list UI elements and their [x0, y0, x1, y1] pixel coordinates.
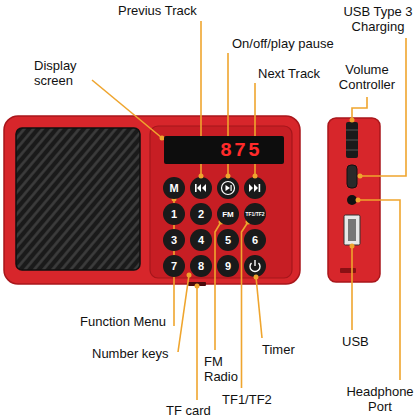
key-label: 4 — [190, 229, 212, 251]
callout-label: TF card — [166, 403, 211, 418]
volume-wheel — [346, 122, 358, 158]
display-screen: 875 — [164, 136, 284, 164]
key-label: 7 — [163, 255, 185, 277]
key-button: FM — [217, 203, 239, 225]
key-button: 3 — [163, 229, 185, 251]
callout-label: USB — [342, 334, 369, 349]
callout-label: Display screen — [34, 58, 90, 88]
next-key — [244, 177, 266, 199]
callout-label: Number keys — [92, 346, 169, 361]
key-label: 1 — [163, 203, 185, 225]
key-button: 1 — [163, 203, 185, 225]
callout-label: Function Menu — [80, 314, 166, 329]
key-button: 8 — [190, 255, 212, 277]
timer-key — [244, 255, 266, 277]
usb-a-port — [344, 215, 360, 245]
key-label: 3 — [163, 229, 185, 251]
key-button: 7 — [163, 255, 185, 277]
callout-label: Previus Track — [118, 3, 197, 18]
key-label: 6 — [244, 229, 266, 251]
keypad-panel — [150, 126, 292, 278]
callout-label: Next Track — [258, 66, 320, 81]
callout-label: Timer — [262, 342, 295, 357]
callout-label: Headphone Port — [344, 384, 416, 414]
play-pause-key — [217, 177, 239, 199]
key-button: 9 — [217, 255, 239, 277]
leader-dots — [160, 118, 363, 289]
speaker-grille — [16, 128, 140, 270]
key-label: TF1/TF2 — [244, 203, 266, 225]
key-label: 9 — [217, 255, 239, 277]
callout-label: TF1/TF2 — [222, 392, 272, 407]
prev-key — [190, 177, 212, 199]
radio-body — [4, 116, 300, 284]
display-digits: 875 — [220, 139, 262, 162]
side-slot — [340, 268, 356, 273]
callout-label: On/off/play pause — [232, 36, 334, 51]
leader-lines — [92, 21, 406, 400]
usb-c-port — [347, 165, 357, 188]
key-button: 5 — [217, 229, 239, 251]
key-label: 8 — [190, 255, 212, 277]
key-button: 4 — [190, 229, 212, 251]
key-label: 2 — [190, 203, 212, 225]
callout-label: Volume Controller — [334, 62, 400, 92]
key-button: 6 — [244, 229, 266, 251]
key-button: TF1/TF2 — [244, 203, 266, 225]
callout-label: FM Radio — [204, 354, 240, 384]
key-label: M — [163, 177, 185, 199]
key-button: M — [163, 177, 185, 199]
callout-label: USB Type 3 Charging — [339, 4, 417, 34]
key-label: FM — [217, 203, 239, 225]
key-button: 2 — [190, 203, 212, 225]
key-label: 5 — [217, 229, 239, 251]
